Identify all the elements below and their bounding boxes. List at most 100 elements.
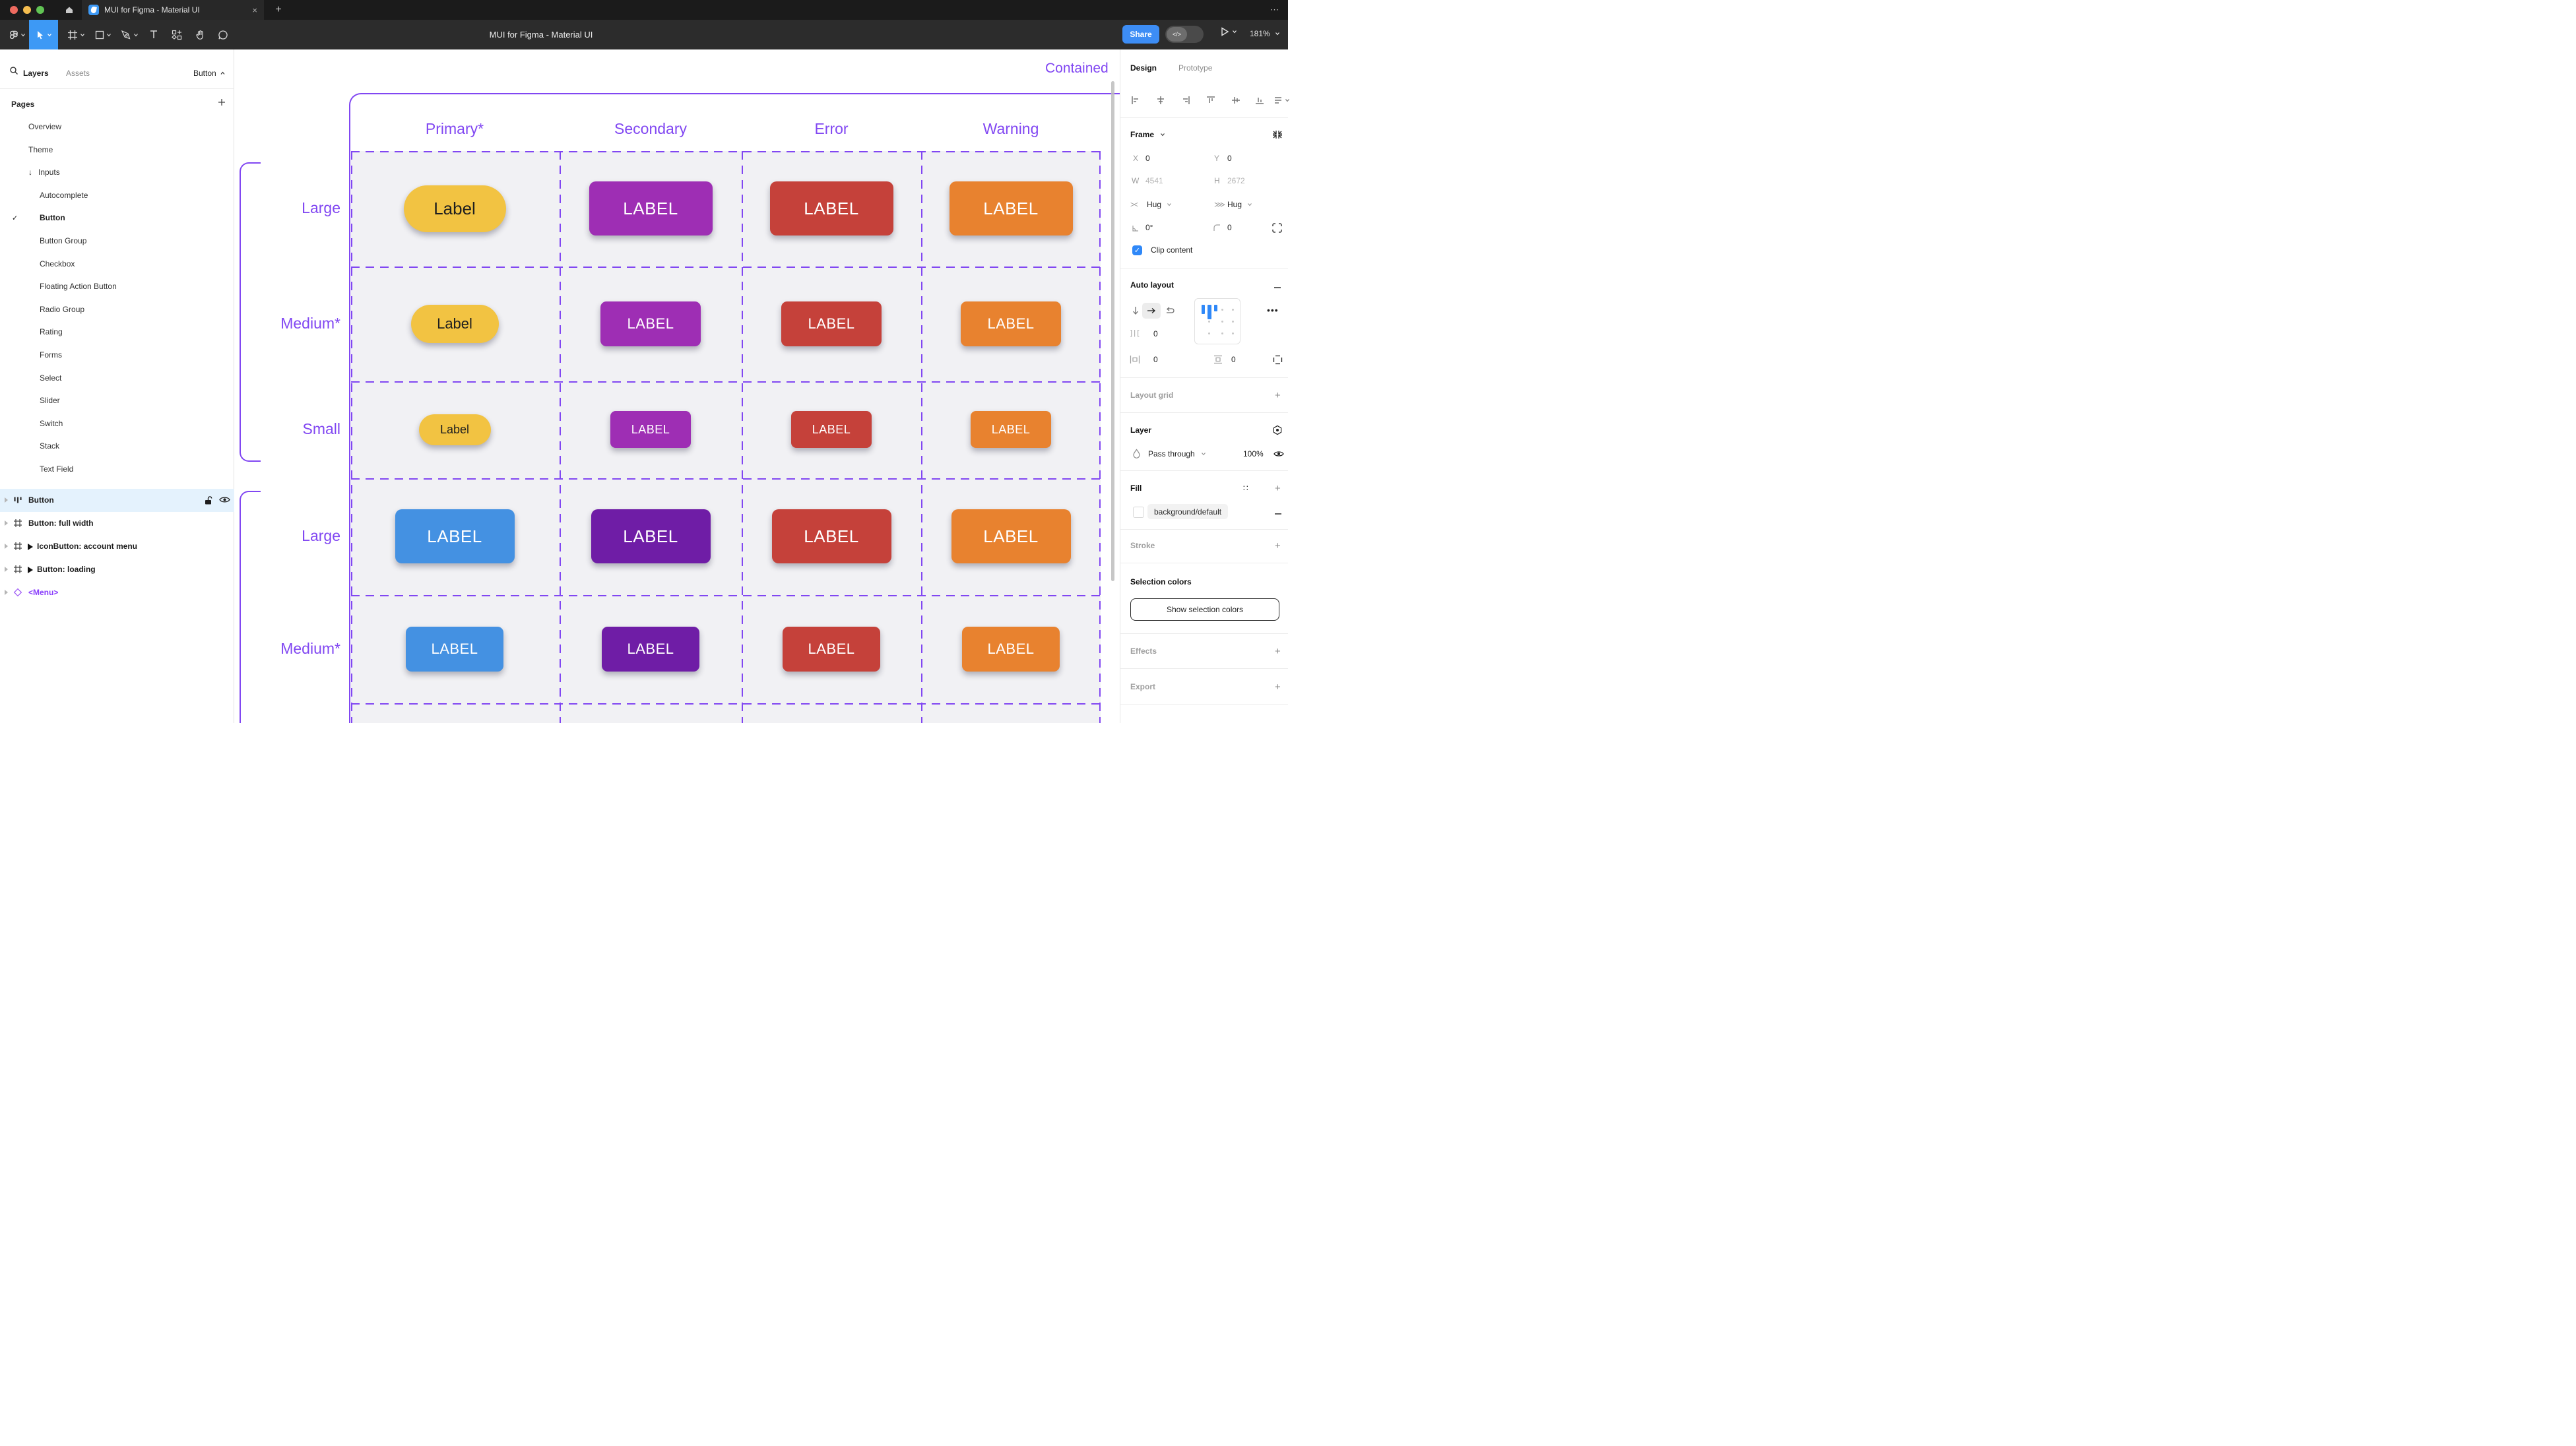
remove-fill-icon[interactable] xyxy=(1274,510,1282,518)
file-tab[interactable]: MUI for Figma - Material UI × xyxy=(82,0,264,20)
tab-assets[interactable]: Assets xyxy=(66,69,90,78)
home-button[interactable] xyxy=(58,0,80,20)
frame-section-header[interactable]: Frame xyxy=(1130,130,1165,139)
comment-tool-button[interactable] xyxy=(212,20,234,49)
canvas-button[interactable]: LABEL xyxy=(771,509,891,563)
rotation-value[interactable]: 0° xyxy=(1145,223,1153,232)
h-resize-select[interactable]: Hug xyxy=(1147,200,1172,209)
x-value[interactable]: 0 xyxy=(1145,154,1150,163)
tab-design[interactable]: Design xyxy=(1130,63,1157,73)
page-item-stack[interactable]: Stack xyxy=(0,435,234,457)
w-value[interactable]: 4541 xyxy=(1145,176,1163,185)
align-v-center-icon[interactable] xyxy=(1231,96,1240,105)
present-button[interactable] xyxy=(1219,26,1237,37)
horizontal-layout-icon[interactable] xyxy=(1142,303,1161,319)
page-item-autocomplete[interactable]: Autocomplete xyxy=(0,184,234,206)
canvas-button[interactable]: LABEL xyxy=(961,301,1061,346)
page-item-theme[interactable]: Theme xyxy=(0,139,234,161)
vertical-layout-icon[interactable] xyxy=(1131,306,1140,315)
canvas-button[interactable]: LABEL xyxy=(971,411,1051,448)
canvas-scrollbar[interactable] xyxy=(1111,81,1114,581)
page-selector[interactable]: Button xyxy=(193,69,226,78)
horizontal-padding-value[interactable]: 0 xyxy=(1153,355,1158,364)
page-item-button-group[interactable]: Button Group xyxy=(0,230,234,252)
canvas-button[interactable]: LABEL xyxy=(600,301,701,346)
layer-item-button-full-width[interactable]: Button: full width xyxy=(0,512,234,535)
hand-tool-button[interactable] xyxy=(190,20,210,49)
fill-styles-icon[interactable]: ∷ xyxy=(1243,484,1249,493)
pen-tool-button[interactable] xyxy=(117,20,141,49)
tab-prototype[interactable]: Prototype xyxy=(1178,63,1213,73)
expand-chevron-icon[interactable] xyxy=(5,520,8,526)
h-value[interactable]: 2672 xyxy=(1227,176,1245,185)
eye-icon[interactable] xyxy=(219,495,230,504)
canvas-button[interactable]: LABEL xyxy=(769,181,893,236)
page-item-checkbox[interactable]: Checkbox xyxy=(0,253,234,275)
add-fill-icon[interactable]: + xyxy=(1275,483,1281,494)
vertical-padding-value[interactable]: 0 xyxy=(1231,355,1236,364)
page-item-text-field[interactable]: Text Field xyxy=(0,458,234,480)
corner-radius-value[interactable]: 0 xyxy=(1227,223,1232,232)
page-item-radio-group[interactable]: Radio Group xyxy=(0,298,234,321)
tab-close-icon[interactable]: × xyxy=(252,5,257,15)
layer-item-button-loading[interactable]: Button: loading xyxy=(0,558,234,581)
tab-layers[interactable]: Layers xyxy=(23,69,49,78)
align-h-center-icon[interactable] xyxy=(1156,96,1165,105)
independent-corners-icon[interactable] xyxy=(1272,223,1282,233)
align-right-icon[interactable] xyxy=(1181,96,1190,105)
add-layout-grid-icon[interactable]: + xyxy=(1275,390,1281,401)
blend-mode-select[interactable]: Pass through xyxy=(1148,449,1206,458)
page-item-select[interactable]: Select xyxy=(0,367,234,389)
canvas-button[interactable]: LABEL xyxy=(949,181,1073,236)
page-item-button[interactable]: ✓Button xyxy=(0,206,234,229)
shape-tool-button[interactable] xyxy=(91,20,115,49)
frame-name-label[interactable]: Contained xyxy=(1045,61,1109,76)
canvas-button[interactable]: LABEL xyxy=(395,509,515,563)
page-item-floating-action-button[interactable]: Floating Action Button xyxy=(0,275,234,298)
add-stroke-icon[interactable]: + xyxy=(1275,540,1281,551)
zoom-control[interactable]: 181% xyxy=(1250,29,1280,38)
search-icon[interactable] xyxy=(9,66,18,75)
canvas-button[interactable]: LABEL xyxy=(783,627,880,672)
layer-item-button[interactable]: Button xyxy=(0,489,234,512)
move-tool-button[interactable] xyxy=(29,20,58,49)
show-selection-colors-button[interactable]: Show selection colors xyxy=(1130,598,1279,621)
y-value[interactable]: 0 xyxy=(1227,154,1232,163)
page-item-inputs[interactable]: ↓Inputs xyxy=(0,161,234,183)
canvas-button[interactable]: LABEL xyxy=(951,509,1071,563)
canvas-button[interactable]: LABEL xyxy=(962,627,1060,672)
expand-chevron-icon[interactable] xyxy=(5,590,8,595)
unlock-icon[interactable] xyxy=(204,495,213,505)
page-item-forms[interactable]: Forms xyxy=(0,344,234,366)
canvas-button[interactable]: LABEL xyxy=(610,411,691,448)
canvas-button[interactable]: Label xyxy=(403,185,506,232)
canvas-button[interactable]: LABEL xyxy=(781,301,882,346)
layer-item-iconbutton-account-menu[interactable]: IconButton: account menu xyxy=(0,535,234,558)
canvas-button[interactable]: LABEL xyxy=(589,181,713,236)
clip-content-checkbox[interactable]: ✓ xyxy=(1132,245,1142,255)
shrink-frame-icon[interactable] xyxy=(1272,129,1283,140)
gap-value[interactable]: 0 xyxy=(1153,329,1158,338)
page-item-rating[interactable]: Rating xyxy=(0,321,234,343)
align-top-icon[interactable] xyxy=(1206,96,1215,105)
add-effect-icon[interactable]: + xyxy=(1275,646,1281,657)
new-tab-button[interactable]: + xyxy=(275,4,282,15)
opacity-value[interactable]: 100% xyxy=(1243,449,1264,458)
blend-mode-icon[interactable] xyxy=(1272,425,1283,435)
main-menu-button[interactable] xyxy=(5,20,29,49)
text-tool-button[interactable] xyxy=(144,20,164,49)
canvas-button[interactable]: LABEL xyxy=(406,627,503,672)
expand-chevron-icon[interactable] xyxy=(5,544,8,549)
align-bottom-icon[interactable] xyxy=(1255,96,1264,105)
zoom-window-light[interactable] xyxy=(36,6,44,14)
resources-tool-button[interactable] xyxy=(166,20,187,49)
wrap-layout-icon[interactable] xyxy=(1165,306,1175,315)
page-item-overview[interactable]: Overview xyxy=(0,115,234,138)
remove-auto-layout-icon[interactable] xyxy=(1273,284,1281,292)
align-left-icon[interactable] xyxy=(1131,96,1140,105)
dev-mode-toggle[interactable]: </> xyxy=(1165,26,1204,43)
add-export-icon[interactable]: + xyxy=(1275,681,1281,693)
fill-style-chip[interactable]: background/default xyxy=(1147,504,1229,519)
add-page-icon[interactable] xyxy=(218,98,226,106)
